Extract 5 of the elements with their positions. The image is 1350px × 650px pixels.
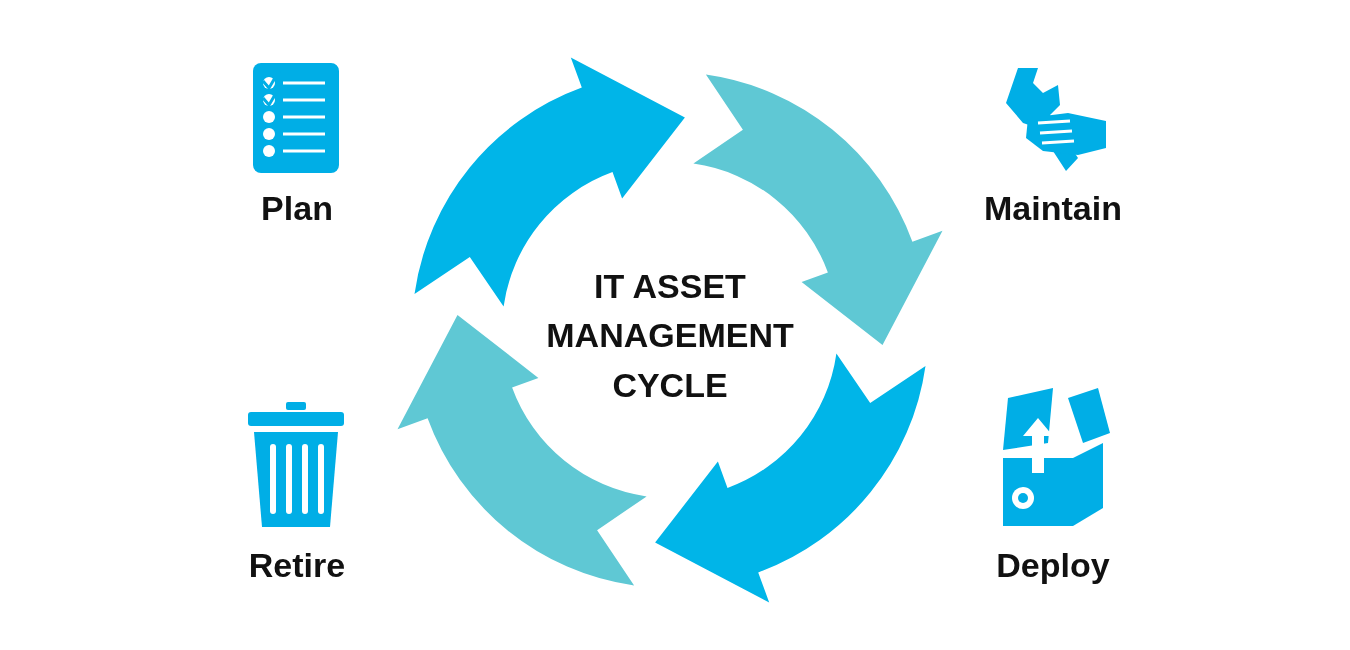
stage-label: Plan — [261, 188, 333, 229]
stage-label: Retire — [248, 545, 346, 586]
title-text: IT ASSET MANAGEMENT CYCLE — [545, 266, 795, 406]
stage-label: Maintain — [984, 188, 1122, 229]
stage-label: Deploy — [996, 545, 1110, 586]
